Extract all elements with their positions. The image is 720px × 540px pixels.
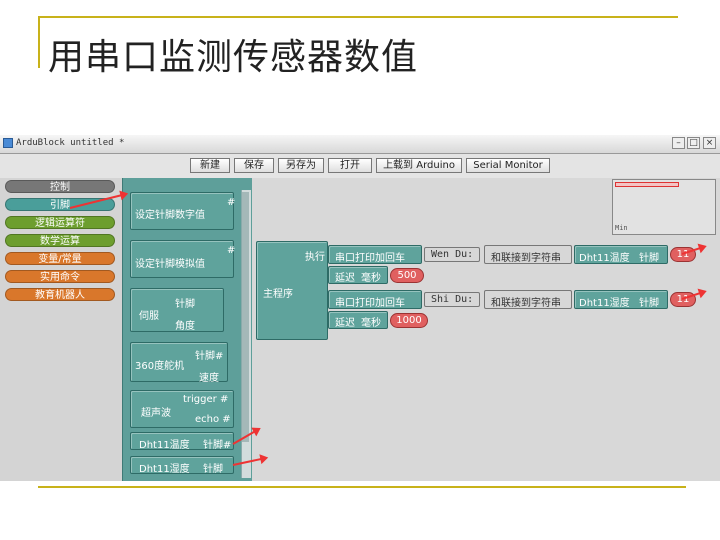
category-control[interactable]: 控制 (5, 180, 115, 193)
main-program-block[interactable]: 主程序 执行 (256, 241, 328, 340)
dht-humidity-sensor-2[interactable]: Dht11湿度 针脚 (574, 290, 668, 309)
open-button[interactable]: 打开 (328, 158, 372, 173)
category-variables[interactable]: 变量/常量 (5, 252, 115, 265)
category-pins[interactable]: 引脚 (5, 198, 115, 211)
palette-scroll-thumb[interactable] (242, 192, 249, 442)
upload-button[interactable]: 上载到 Arduino (376, 158, 462, 173)
pin-marker: # (227, 245, 236, 256)
set-analog-block[interactable]: 设定针脚模拟值 # (130, 240, 236, 278)
serial-print-block-2[interactable]: 串口打印加回车 (328, 290, 422, 309)
serial-monitor-button[interactable]: Serial Monitor (466, 158, 550, 173)
category-math[interactable]: 数学运算 (5, 234, 115, 247)
workspace-minimap[interactable]: Min (612, 179, 716, 235)
slide-bottom-rule (38, 486, 686, 488)
app-icon (3, 138, 13, 148)
delay-value-2[interactable]: 1000 (390, 313, 428, 328)
minimize-icon[interactable]: – (672, 137, 685, 149)
pin-marker: # (227, 197, 236, 208)
toolbar: 新建 保存 另存为 打开 上载到 Arduino Serial Monitor (0, 154, 720, 179)
message-field-1[interactable]: Wen Du: (424, 247, 480, 262)
message-field-2[interactable]: Shi Du: (424, 292, 480, 307)
new-button[interactable]: 新建 (190, 158, 230, 173)
category-edu-robot[interactable]: 教育机器人 (5, 288, 115, 301)
category-sidebar: 控制 引脚 逻辑运算符 数学运算 变量/常量 实用命令 教育机器人 (0, 178, 122, 481)
dht-humidity-block[interactable]: Dht11湿度 针脚 (130, 456, 234, 475)
category-logic[interactable]: 逻辑运算符 (5, 216, 115, 229)
dht-temp-sensor-1[interactable]: Dht11温度 针脚 (574, 245, 668, 264)
ultrasonic-block[interactable]: trigger # 超声波 echo # (130, 390, 234, 428)
delay-block-1[interactable]: 延迟 毫秒 (328, 266, 388, 284)
save-as-button[interactable]: 另存为 (278, 158, 324, 173)
delay-block-2[interactable]: 延迟 毫秒 (328, 311, 388, 329)
join-string-block-1[interactable]: 和联接到字符串 (484, 245, 572, 264)
delay-value-1[interactable]: 500 (390, 268, 424, 283)
maximize-icon[interactable]: □ (687, 137, 700, 149)
window-title: ArduBlock untitled * (16, 138, 125, 148)
block-palette: 设定针脚数字值 # 设定针脚模拟值 # 针脚 伺服 角度 针脚# 360度舵机 … (122, 178, 253, 481)
serial-print-block-1[interactable]: 串口打印加回车 (328, 245, 422, 264)
ardublock-window: ArduBlock untitled * – □ × 新建 保存 另存为 打开 … (0, 135, 720, 481)
save-button[interactable]: 保存 (234, 158, 274, 173)
slide-left-rule (38, 16, 40, 68)
slide-title: 用串口监测传感器数值 (48, 37, 419, 78)
close-icon[interactable]: × (703, 137, 716, 149)
join-string-block-2[interactable]: 和联接到字符串 (484, 290, 572, 309)
minimap-viewport[interactable] (615, 182, 679, 187)
slide-top-rule (38, 16, 678, 18)
minimap-label: Min (615, 224, 628, 232)
category-utilities[interactable]: 实用命令 (5, 270, 115, 283)
set-digital-block[interactable]: 设定针脚数字值 # (130, 192, 236, 230)
window-titlebar: ArduBlock untitled * – □ × (0, 135, 720, 154)
dht-temp-block[interactable]: Dht11温度 针脚# (130, 432, 234, 451)
servo360-block[interactable]: 针脚# 360度舵机 速度 (130, 342, 228, 384)
servo-block[interactable]: 针脚 伺服 角度 (130, 288, 224, 332)
